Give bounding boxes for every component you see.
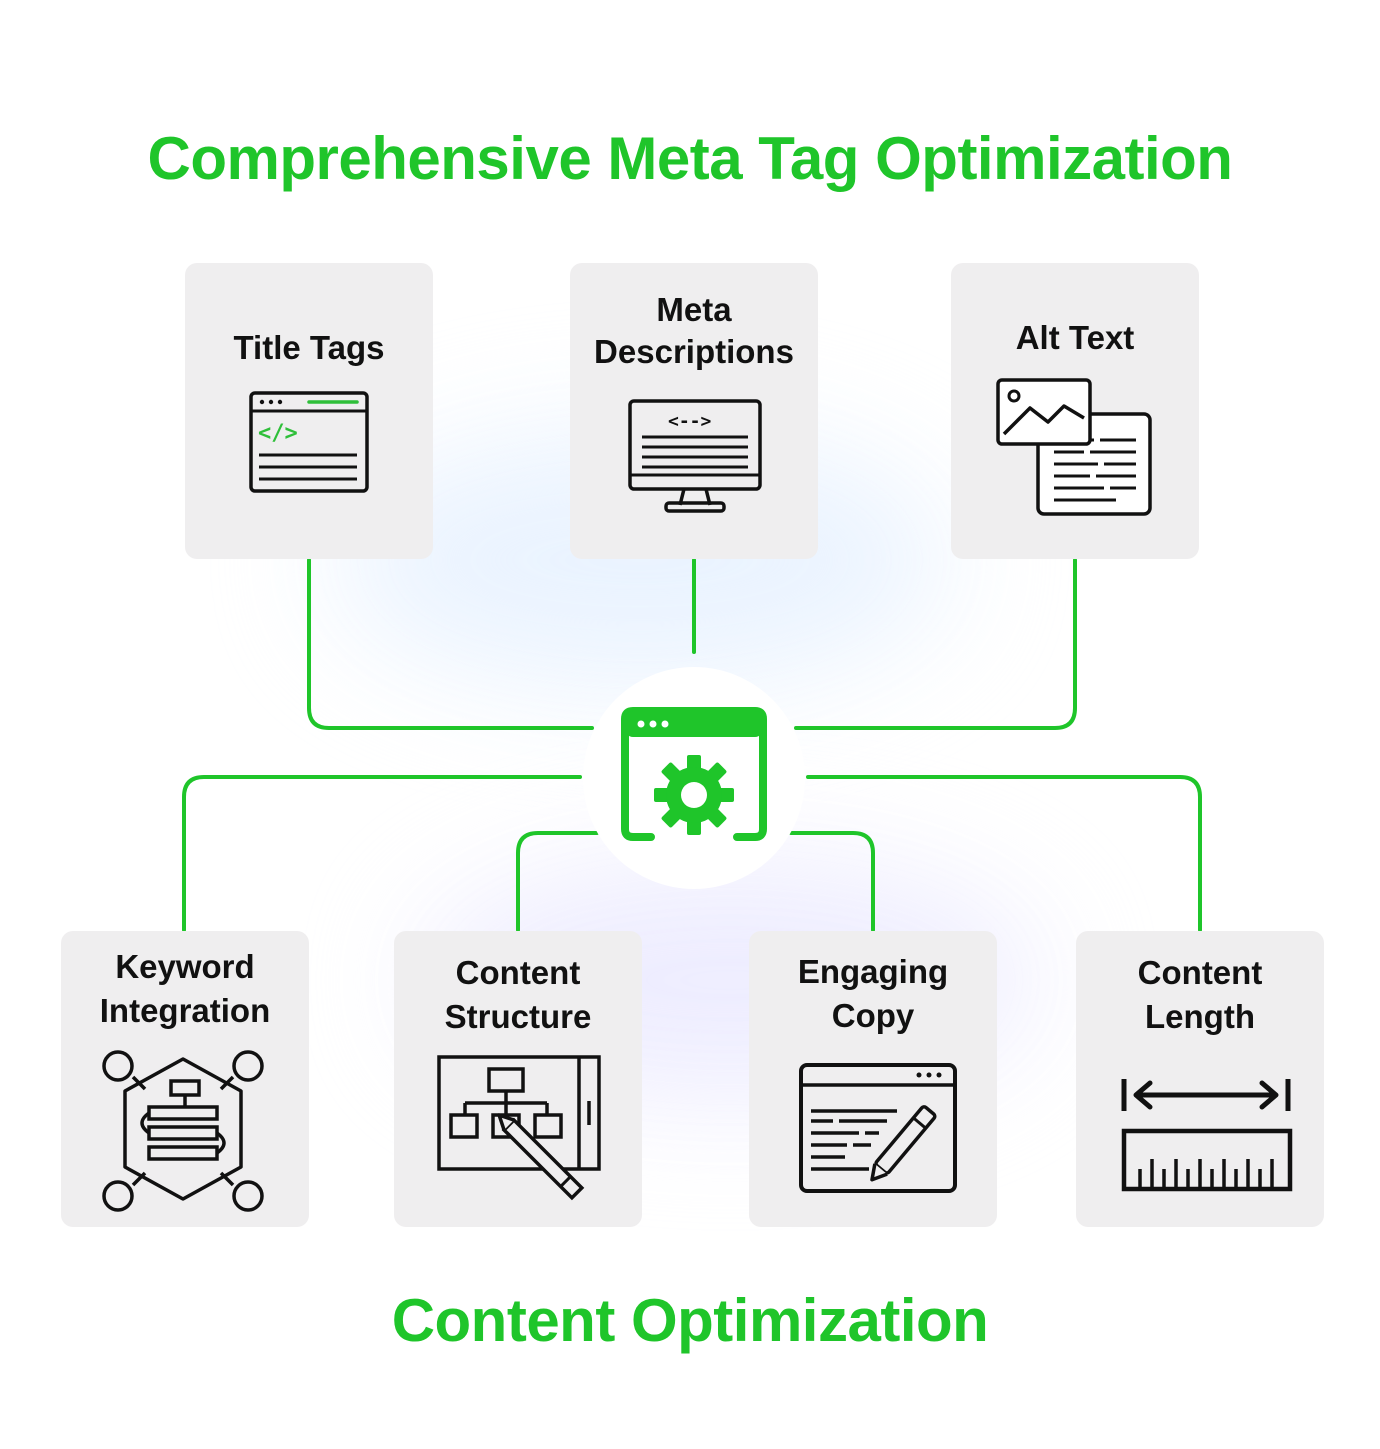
connector-title-tags	[307, 558, 594, 730]
connector-engaging-copy	[789, 831, 875, 932]
image-document-icon	[996, 378, 1152, 516]
diagram-footer-title: Content Optimization	[391, 1287, 989, 1354]
card-alt-text: Alt Text	[951, 263, 1199, 559]
card-label-line1: Engaging	[797, 953, 949, 990]
connector-content-structure	[516, 831, 599, 932]
card-meta-descriptions: Meta Descriptions <-->	[570, 263, 818, 559]
connector-content-length	[806, 775, 1202, 932]
card-label: Alt Text	[1015, 319, 1135, 356]
card-label-line2: Structure	[444, 998, 592, 1035]
card-content-length: Content Length	[1076, 931, 1324, 1227]
sitemap-pencil-icon	[437, 1055, 601, 1201]
diagram-title: Comprehensive Meta Tag Optimization	[147, 125, 1233, 192]
svg-text:<-->: <-->	[668, 411, 712, 432]
card-label-line1: Content	[1137, 954, 1263, 991]
svg-text:</>: </>	[258, 421, 298, 446]
connector-keyword-integration	[182, 775, 582, 932]
keyword-network-icon	[102, 1050, 264, 1212]
browser-code-icon: </>	[249, 391, 369, 493]
card-label: Title Tags	[233, 329, 385, 366]
ruler-arrow-icon	[1121, 1079, 1293, 1192]
browser-gear-icon	[621, 707, 767, 841]
card-title-tags: Title Tags </>	[185, 263, 433, 559]
card-label-line2: Descriptions	[594, 333, 794, 370]
hub-node	[583, 667, 805, 889]
connector-alt-text	[794, 558, 1077, 730]
card-label-line1: Content	[455, 954, 581, 991]
card-label-line1: Meta	[656, 291, 732, 328]
card-label-line2: Length	[1145, 998, 1255, 1035]
monitor-code-icon: <-->	[628, 399, 762, 513]
card-keyword-integration: Keyword Integration	[61, 931, 309, 1227]
card-content-structure: Content Structure	[394, 931, 642, 1227]
card-label-line1: Keyword	[115, 948, 255, 985]
browser-pencil-icon	[799, 1063, 957, 1193]
card-label-line2: Integration	[99, 992, 271, 1029]
card-engaging-copy: Engaging Copy	[749, 931, 997, 1227]
card-label-line2: Copy	[831, 997, 915, 1034]
